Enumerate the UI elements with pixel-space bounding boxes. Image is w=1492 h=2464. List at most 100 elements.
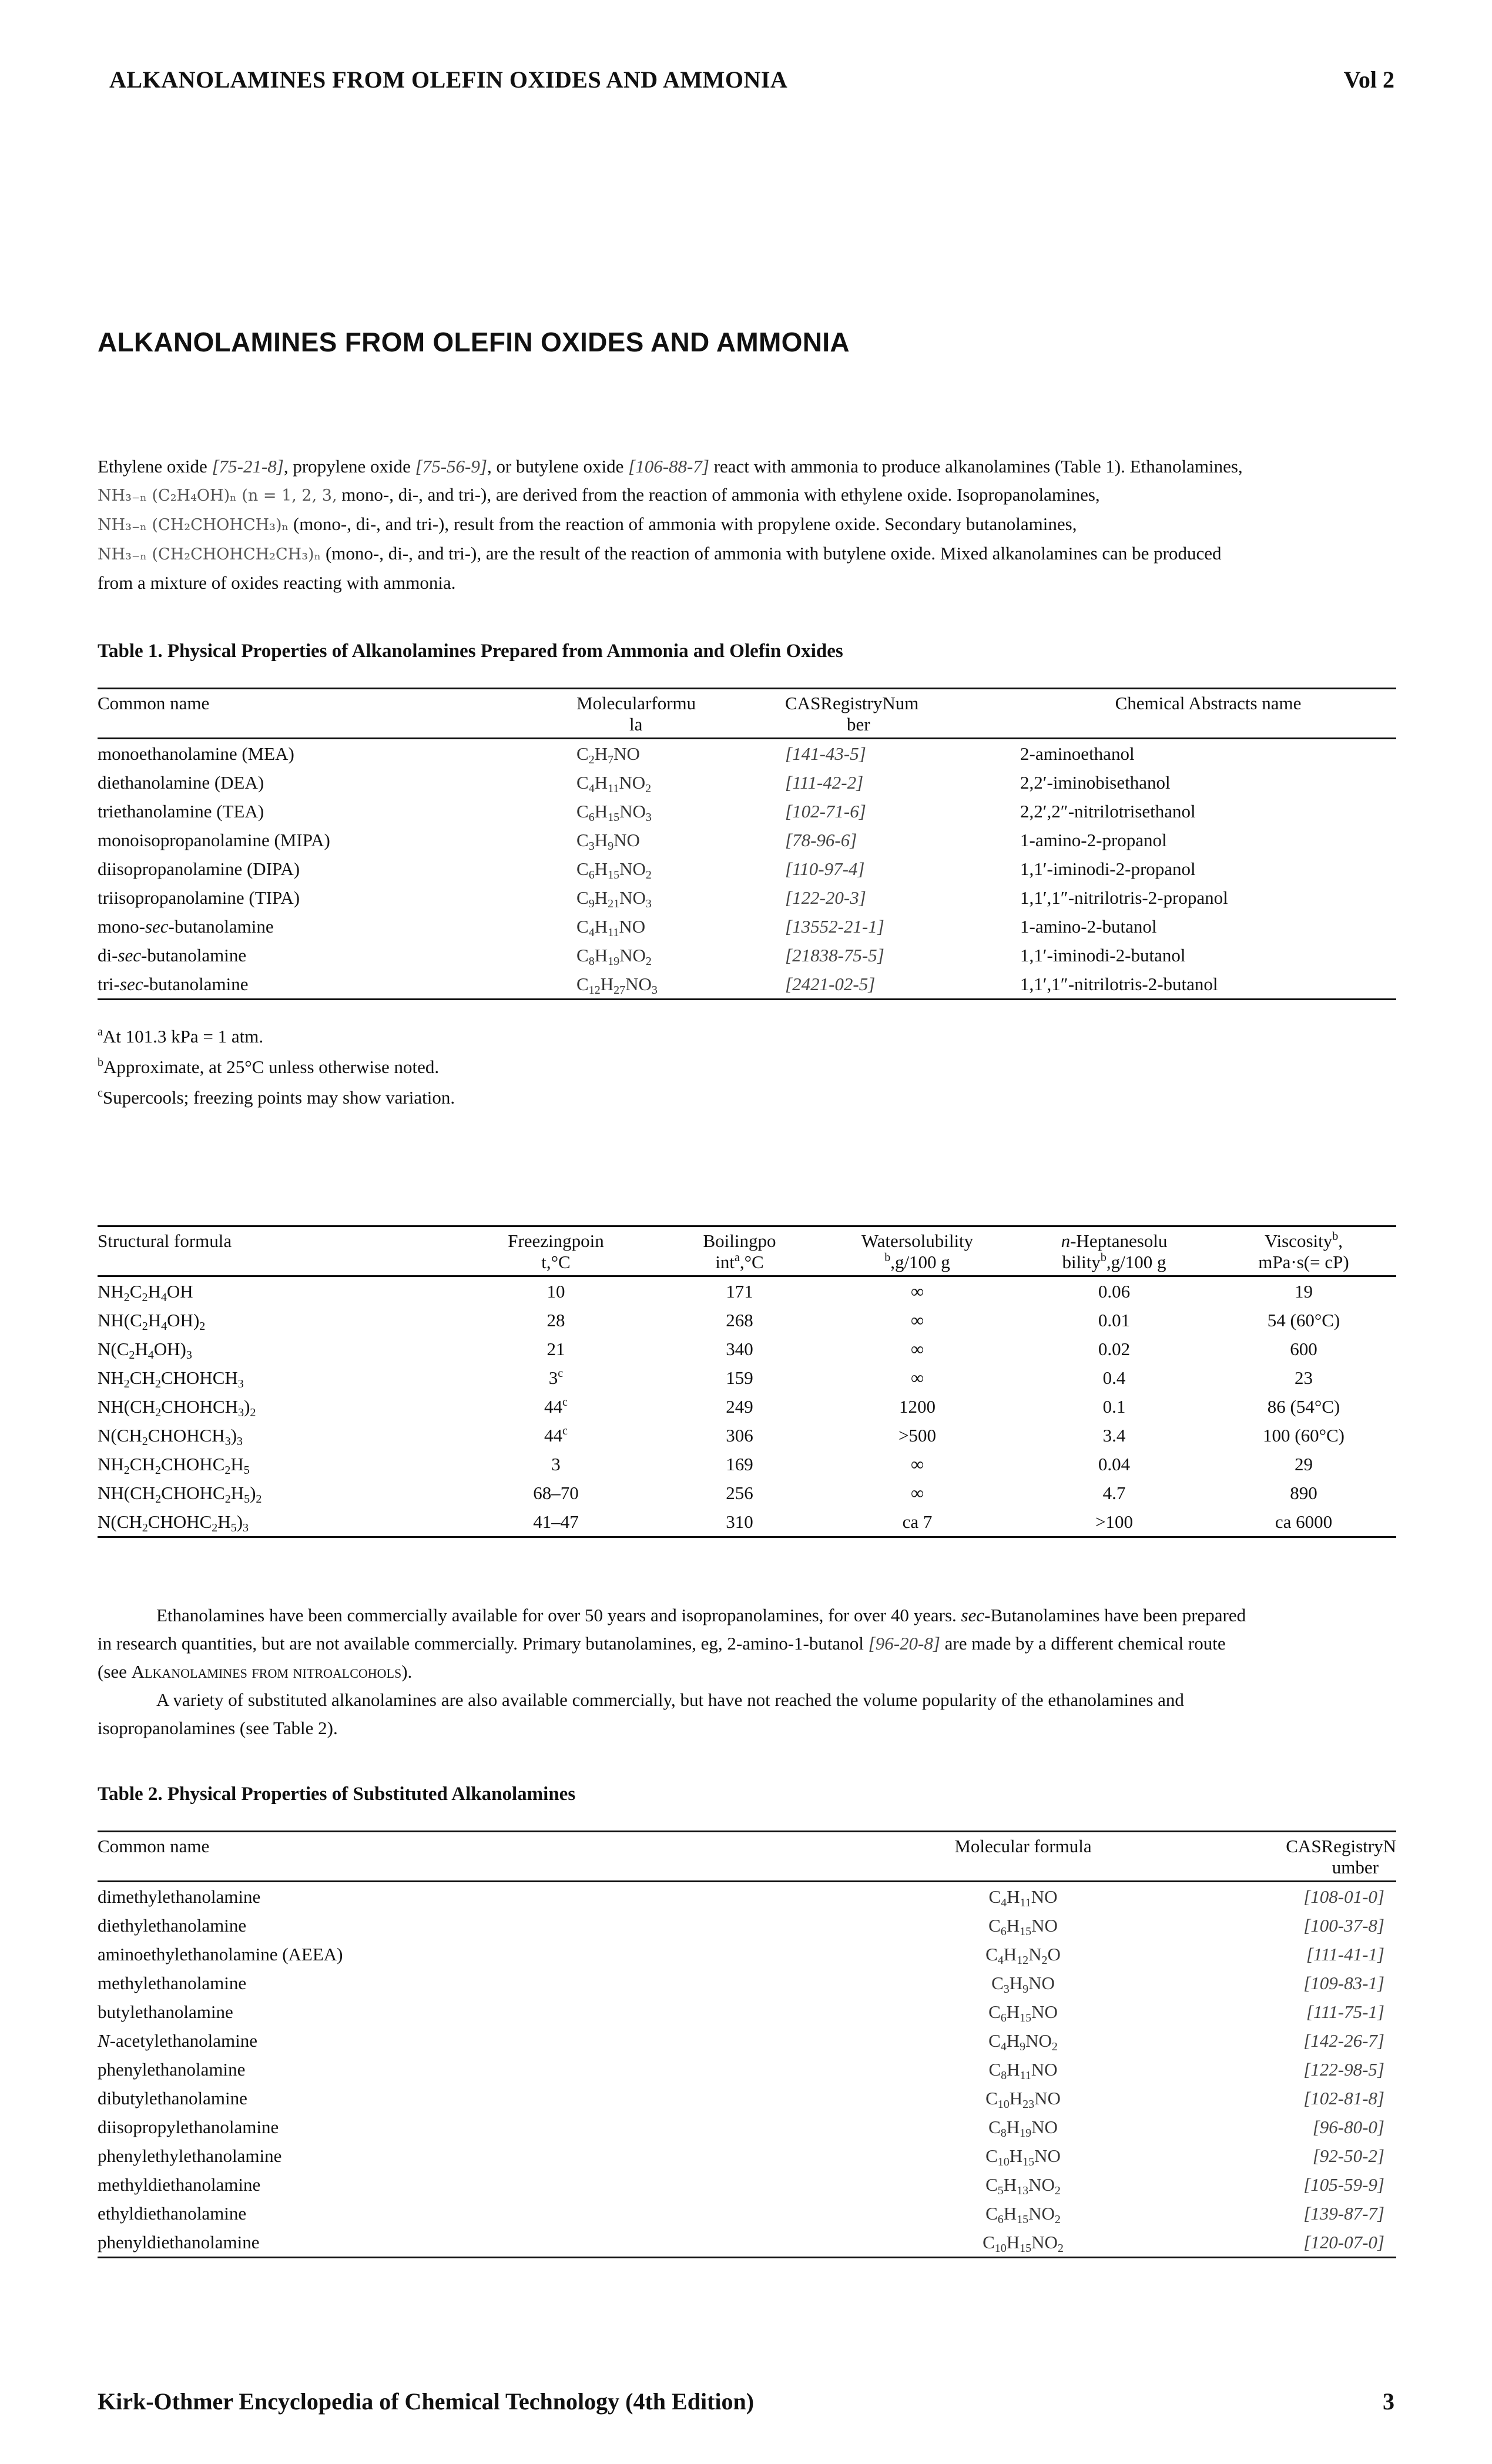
cell-molecular-formula: C6H15NO	[835, 1997, 1211, 2026]
formula-subscript: 2	[224, 1493, 231, 1506]
formula-part: C	[576, 801, 589, 822]
intro-line: from a mixture of oxides reacting with a…	[98, 569, 1396, 597]
formula-part: NO	[1028, 2203, 1055, 2224]
name-text: methylethanolamine	[98, 1973, 247, 1993]
formula-part: )	[236, 1511, 243, 1532]
cell-molecular-formula: C8H19NO2	[576, 941, 785, 970]
cell-common-name: ethyldiethanolamine	[98, 2199, 835, 2228]
cell-cas: [111-41-1]	[1306, 1944, 1384, 1965]
formula-subscript: 2	[123, 1464, 130, 1477]
header-text: mPa·s(= cP)	[1258, 1252, 1349, 1272]
formula-part: C	[988, 1915, 1001, 1936]
formula-subscript: 2	[1051, 2040, 1058, 2053]
formula-subscript: 2	[142, 1291, 148, 1304]
intro-line: NH₃₋ₙ (CH₂CHOHCH₃)ₙ (mono-, di-, and tri…	[98, 510, 1396, 539]
formula-part: H	[230, 1454, 244, 1474]
formula-subscript: 2	[142, 1521, 148, 1534]
intro-line: Ethylene oxide [75-21-8], propylene oxid…	[98, 452, 1396, 481]
formula-part: NO	[1028, 2174, 1055, 2195]
cell-ca-name: 2-aminoethanol	[1020, 743, 1135, 764]
text: from a mixture of oxides reacting with a…	[98, 572, 456, 593]
formula-subscript: 3	[237, 1435, 243, 1448]
cell-boiling-point: 171	[726, 1281, 753, 1302]
text: mono-, di-, and tri-), are derived from …	[337, 484, 1100, 505]
cell-common-name: phenyldiethanolamine	[98, 2228, 835, 2258]
formula-subscript: 5	[997, 2184, 1004, 2197]
text: (mono-, di-, and tri-), result from the …	[289, 514, 1077, 534]
name-text: dibutylethanolamine	[98, 2088, 247, 2108]
formula-part: NO	[1034, 2088, 1061, 2108]
cell-common-name: triisopropanolamine (TIPA)	[98, 883, 576, 912]
formula-part: NO	[613, 830, 640, 850]
formula-part: )	[230, 1425, 237, 1446]
formula-part: H	[594, 743, 608, 764]
header-text: int	[715, 1252, 735, 1272]
formula-part: NO	[619, 945, 646, 966]
formula-part: NO	[1031, 2117, 1058, 2137]
cell-water-solubility: >500	[898, 1425, 936, 1446]
formula-subscript: 7	[608, 753, 614, 766]
formula-subscript: 2	[588, 753, 595, 766]
body-line: (see Alkanolamines from nitroalcohols).	[98, 1658, 1396, 1686]
cell-common-name: mono-sec-butanolamine	[98, 912, 576, 941]
cell-viscosity: 29	[1295, 1454, 1313, 1474]
header-text: ,g/100 g	[890, 1252, 950, 1272]
header-text: la	[629, 714, 643, 735]
formula-subscript: 15	[608, 811, 620, 824]
cell-freezing-point: 68–70	[450, 1479, 662, 1507]
table-row: triethanolamine (TEA)C6H15NO3[102-71-6]2…	[98, 797, 1396, 826]
math-expression: NH₃₋ₙ (CH₂CHOHCH₃)ₙ	[98, 516, 289, 534]
cell-molecular-formula: C3H9NO	[835, 1969, 1211, 1997]
cell-freezing-point: 28	[450, 1306, 662, 1335]
formula-part: NH	[98, 1281, 124, 1302]
formula-subscript: 3	[588, 840, 595, 853]
formula-subscript: 11	[1020, 1896, 1031, 1909]
math-expression: NH₃₋ₙ (C₂H₄OH)ₙ (n = 1, 2, 3,	[98, 487, 337, 505]
text: , or butylene oxide	[487, 456, 629, 477]
formula-subscript: 4	[1001, 1896, 1007, 1909]
header-text: Freezingpoin	[508, 1231, 604, 1251]
text: ).	[401, 1661, 413, 1682]
cell-freezing-point: 21	[450, 1335, 662, 1363]
cell-cas: [141-43-5]	[785, 743, 866, 764]
text: in research quantities, but are not avai…	[98, 1633, 869, 1654]
col-header-viscosity: Viscosityb,mPa·s(= cP)	[1211, 1226, 1396, 1277]
cross-reference-link[interactable]: Alkanolamines from nitroalcohols	[131, 1661, 402, 1682]
formula-subscript: 2	[199, 1320, 206, 1333]
name-text: diisopropanolamine (DIPA)	[98, 859, 300, 879]
cell-structural-formula: NH2CH2CHOHCH3	[98, 1363, 450, 1392]
header-text: -Heptanesolu	[1070, 1231, 1168, 1251]
cell-ca-name: 2,2′,2″-nitrilotrisethanol	[1020, 801, 1196, 822]
cell-cas: [105-59-9]	[1303, 2174, 1384, 2195]
formula-part: H	[1006, 2117, 1020, 2137]
formula-part: C	[985, 2174, 998, 2195]
col-header-ca-name: Chemical Abstracts name	[1020, 688, 1396, 739]
cell-cas: [111-42-2]	[785, 772, 864, 793]
name-italic: sec	[145, 916, 169, 937]
cell-viscosity: ca 6000	[1211, 1507, 1396, 1538]
formula-subscript: 6	[997, 2213, 1004, 2226]
formula-part: C	[129, 1281, 142, 1302]
text: (mono-, di-, and tri-), are the result o…	[321, 543, 1222, 564]
formula-subscript: 9	[588, 897, 595, 910]
value: 41–47	[533, 1511, 579, 1532]
formula-subscript: 3	[651, 984, 658, 997]
formula-subscript: 5	[244, 1493, 250, 1506]
cell-boiling-point: 256	[726, 1483, 753, 1503]
text: Ethylene oxide	[98, 456, 212, 477]
body-paragraphs: Ethanolamines have been commercially ava…	[98, 1601, 1396, 1742]
cell-ca-name: 1,1′-iminodi-2-propanol	[1020, 859, 1196, 879]
formula-part: CHOHC	[147, 1511, 212, 1532]
header-text: Boilingpo	[703, 1231, 776, 1251]
cell-common-name: triethanolamine (TEA)	[98, 797, 576, 826]
name-text: methyldiethanolamine	[98, 2174, 261, 2195]
cell-ca-name: 1-amino-2-butanol	[1020, 916, 1157, 937]
cell-molecular-formula: C12H27NO3	[576, 970, 785, 1000]
formula-subscript: 4	[147, 1349, 154, 1362]
cell-common-name: tri-sec-butanolamine	[98, 970, 576, 1000]
